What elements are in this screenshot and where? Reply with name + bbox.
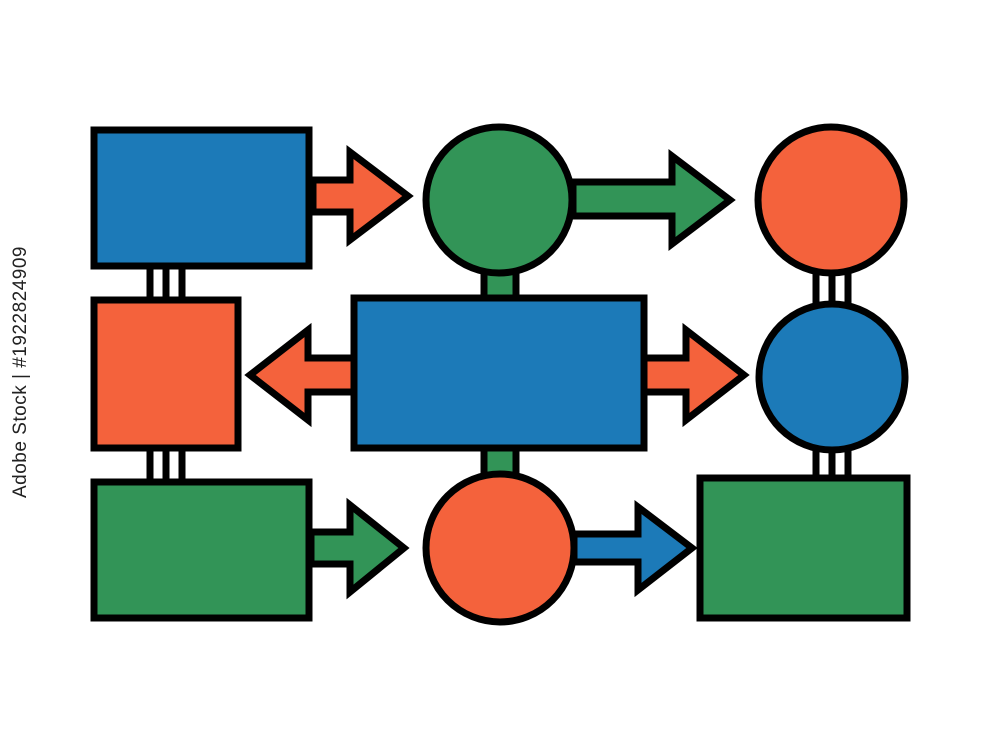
arrow-top-left-to-top-center <box>309 144 414 248</box>
center-rect <box>350 294 648 452</box>
top-left-rect <box>90 126 313 270</box>
stock-id-watermark: Adobe Stock | #1922824909 <box>10 246 31 498</box>
middle-left-rect <box>90 296 242 452</box>
bottom-center-circle <box>422 470 578 626</box>
arrow-center-to-middle-right <box>640 322 750 428</box>
middle-right-circle <box>755 300 909 454</box>
arrow-center-to-middle-left <box>244 322 358 428</box>
arrow-bottom-center-to-bottom-right <box>570 499 698 598</box>
bottom-left-rect <box>90 478 313 622</box>
bottom-right-rect <box>696 474 911 622</box>
top-right-circle <box>754 123 908 277</box>
arrow-top-center-to-top-right <box>569 148 736 252</box>
arrow-bottom-left-to-bottom-center <box>307 497 410 600</box>
top-center-circle <box>422 123 576 277</box>
